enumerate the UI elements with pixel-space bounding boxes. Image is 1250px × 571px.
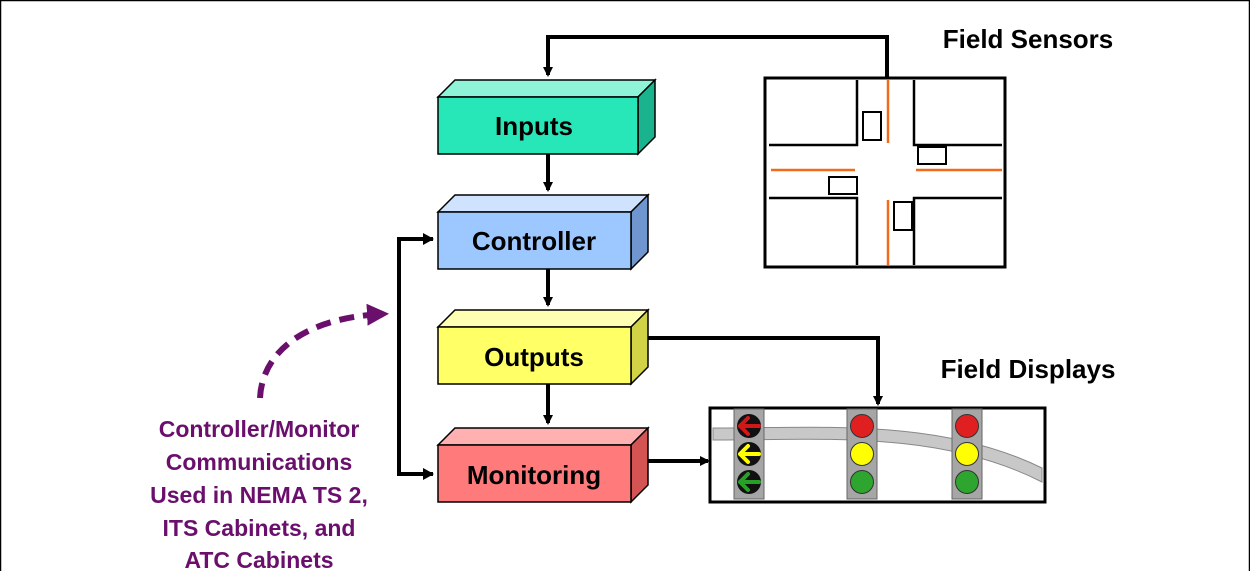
curb-se (912, 196, 1002, 265)
curb-nw (769, 80, 859, 147)
intersection-frame (763, 76, 1007, 269)
controller-link-arrowhead (423, 233, 434, 245)
curb-ne (912, 80, 1002, 147)
yellow-light-icon (850, 442, 874, 466)
controller-block: Controller (436, 193, 650, 271)
communications-line-5: ATC Cabinets (184, 547, 333, 571)
controller-label: Controller (472, 226, 596, 256)
communications-text: Controller/Monitor Communications Used i… (150, 416, 368, 571)
outputs-block-front (437, 326, 632, 385)
red-arrow-icon (737, 414, 761, 438)
yellow-light-icon (955, 442, 979, 466)
flow-arrows (397, 35, 889, 476)
inputs-label: Inputs (495, 111, 573, 141)
red-light-icon (955, 414, 979, 438)
inputs-block-top (436, 79, 657, 98)
monitoring-block-top (436, 427, 650, 446)
yellow-arrow-icon (737, 442, 761, 466)
controller-block-front (437, 211, 632, 270)
vehicle-east (917, 146, 947, 165)
communications-dashed-arrow (257, 303, 389, 399)
green-light-icon (850, 470, 874, 494)
field-displays-panel (708, 406, 1047, 504)
field-displays-title: Field Displays (941, 354, 1116, 384)
vehicles (828, 111, 947, 231)
through-signal-head-2 (951, 408, 983, 500)
field-sensors-title: Field Sensors (943, 24, 1114, 54)
monitoring-block: Monitoring (436, 426, 650, 504)
monitoring-label: Monitoring (467, 460, 601, 490)
vehicle-west (828, 176, 858, 195)
red-light-icon (850, 414, 874, 438)
communications-line-2: Communications (166, 449, 353, 475)
field-sensors-panel (763, 76, 1007, 269)
communications-line-1: Controller/Monitor (159, 416, 360, 442)
curb-sw (769, 196, 859, 265)
inputs-block: Inputs (436, 78, 657, 156)
outputs-label: Outputs (484, 342, 584, 372)
communications-line-3: Used in NEMA TS 2, (150, 482, 368, 508)
green-arrow-icon (737, 470, 761, 494)
monitoring-link-arrowhead (423, 468, 434, 480)
outputs-block: Outputs (436, 308, 650, 386)
outputs-to-displays-arrow (648, 336, 883, 406)
left-turn-signal-head (733, 408, 765, 500)
controller-monitor-link (397, 237, 433, 476)
controller-block-top (436, 194, 650, 213)
through-signal-head-1 (846, 408, 878, 500)
outputs-block-top (436, 309, 650, 328)
communications-line-4: ITS Cabinets, and (163, 515, 356, 541)
monitoring-block-front (437, 444, 632, 503)
intersection-roads (769, 80, 1002, 265)
sensors-to-inputs-arrow (543, 35, 889, 78)
green-light-icon (955, 470, 979, 494)
vehicle-south (893, 201, 913, 231)
inputs-block-front (437, 96, 639, 155)
vehicle-north (862, 111, 882, 141)
detector-loops (771, 80, 1002, 265)
